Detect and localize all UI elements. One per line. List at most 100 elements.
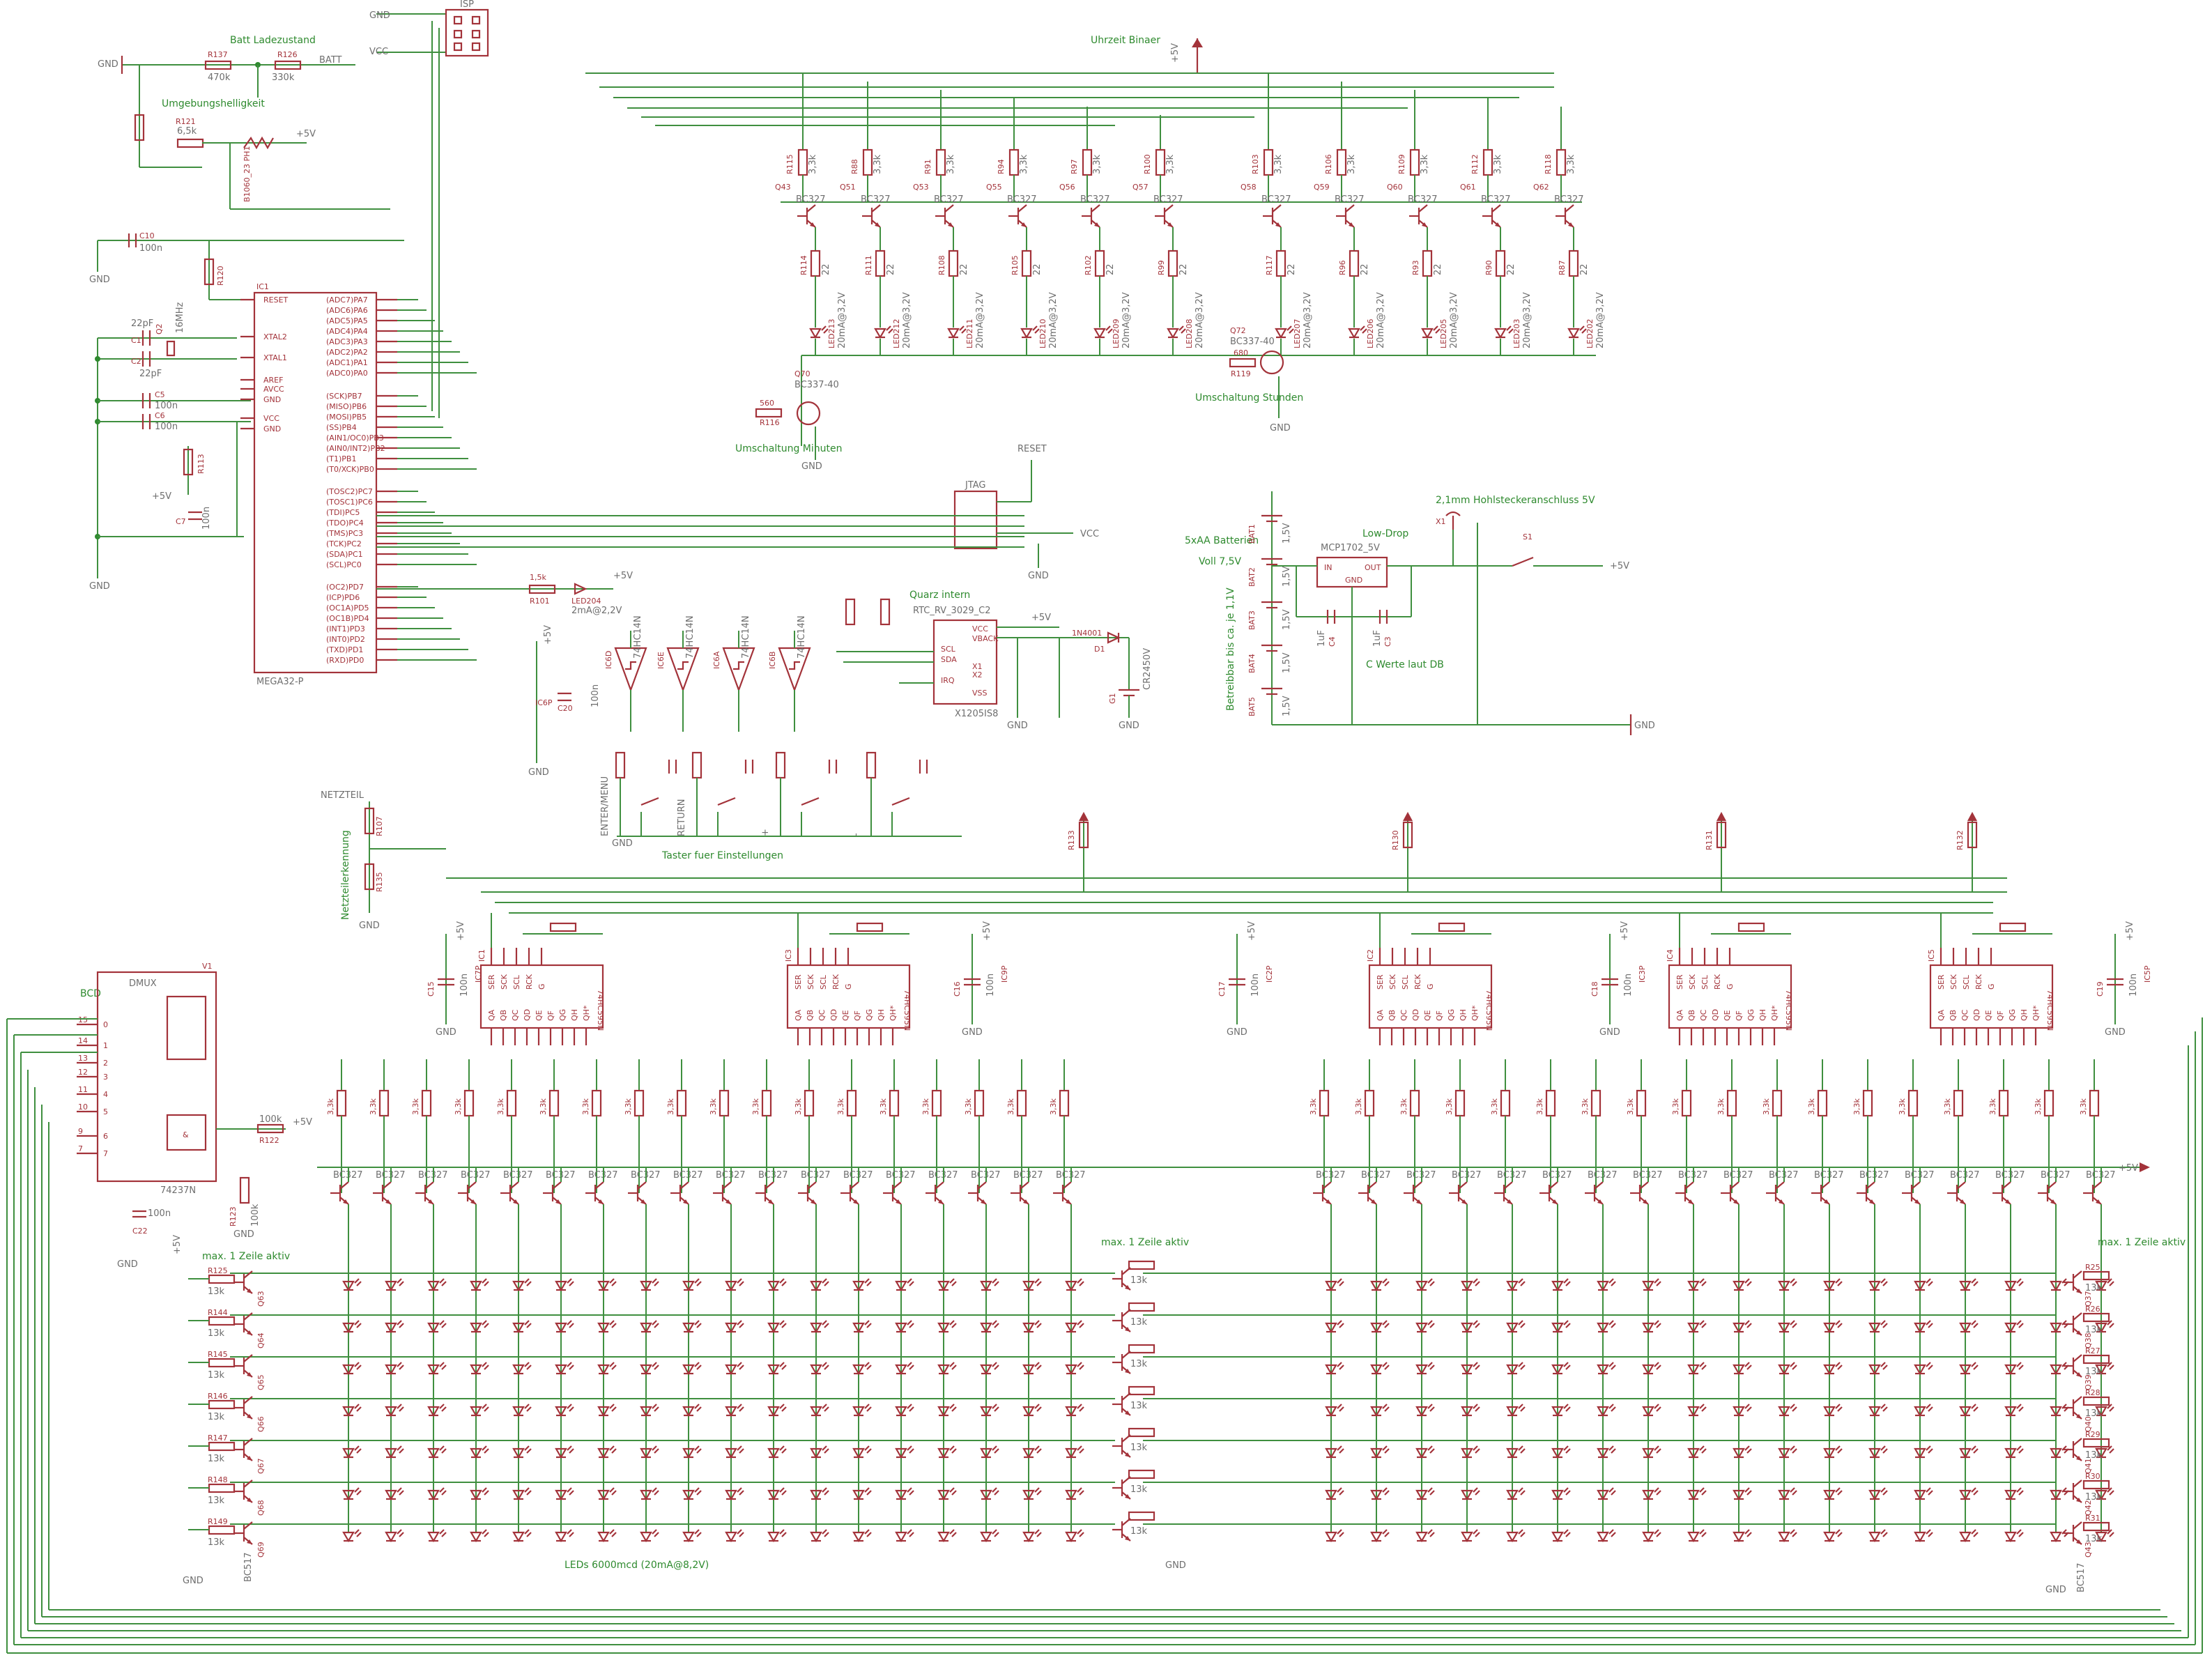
led-ray (399, 1281, 404, 1286)
matrix-led (427, 1529, 447, 1543)
shift-register-pin-label: SCK (806, 974, 815, 990)
led-ray (526, 1365, 532, 1370)
column-resistor-value: 3,3k (1309, 1098, 1318, 1115)
led-ray (1837, 1406, 1843, 1412)
transistor-collector (1775, 1181, 1785, 1190)
led-ray (994, 1490, 999, 1496)
row-resistor-value: 13k (208, 1537, 225, 1548)
rtc-pin-scl: SCL (941, 645, 956, 654)
led-triangle (555, 1531, 567, 1543)
binary-r-top-label: R97 (1070, 159, 1079, 174)
schmitt-label: IC6E (656, 652, 666, 669)
led-triangle (1551, 1531, 1564, 1543)
column-transistor (840, 1181, 859, 1205)
led-ray (482, 1529, 487, 1535)
led-triangle (1370, 1447, 1383, 1459)
mcu-pin-(int0)pd2: (INT0)PD2 (326, 635, 365, 644)
column-resistor (1862, 1089, 1873, 1117)
matrix-led (342, 1445, 362, 1459)
binary-r-top-label: R106 (1324, 154, 1333, 174)
shift-register-pin-label: QA (1937, 1009, 1946, 1021)
led-ray (1928, 1323, 1933, 1328)
column-resistor (1016, 1089, 1027, 1117)
binary-transistor (1409, 204, 1428, 228)
row-transistor-right (2064, 1438, 2082, 1461)
matrix-led (385, 1278, 404, 1292)
matrix-led (980, 1529, 999, 1543)
led-ray (866, 1323, 872, 1328)
matrix-led (640, 1404, 659, 1417)
row-resistor-label: R29 (2085, 1430, 2100, 1439)
led-triangle (1370, 1531, 1383, 1543)
led-ray (1382, 1487, 1388, 1493)
led-triangle (1642, 1406, 1654, 1417)
led-ray (611, 1323, 617, 1328)
led-triangle (1415, 1406, 1428, 1417)
binary-led-value: 20mA@3,2V (975, 292, 985, 348)
led-triangle (385, 1280, 397, 1292)
led-triangle (1551, 1489, 1564, 1501)
led-ray (1656, 1406, 1661, 1412)
transistor-collector (243, 1396, 253, 1404)
transistor-collector (1121, 1476, 1131, 1484)
led-ray (1079, 1281, 1084, 1286)
led-ray (1790, 1487, 1795, 1493)
led-ray (696, 1323, 702, 1328)
led-triangle (427, 1531, 440, 1543)
pullup-resistor (1716, 821, 1727, 849)
matrix-led (1778, 1362, 1797, 1376)
led-ray (441, 1281, 447, 1286)
led-ray (1520, 1490, 1526, 1496)
column-transistor (1902, 1181, 1921, 1205)
led-ray (2016, 1445, 2022, 1451)
led-ray (949, 1487, 955, 1493)
pullup-label: R131 (1705, 830, 1714, 850)
row-resistor-right (2082, 1438, 2110, 1448)
shift-register-pin-label: SCK (1688, 974, 1697, 990)
matrix-led (767, 1529, 787, 1543)
matrix-led (1733, 1487, 1752, 1501)
matrix-led (555, 1320, 574, 1334)
button-switch (891, 797, 910, 806)
led-ray (951, 1448, 957, 1454)
led-triangle (1551, 1322, 1564, 1334)
matrix-led (980, 1362, 999, 1376)
matrix-led (512, 1278, 532, 1292)
led-ray (524, 1320, 530, 1325)
transistor-arrow (2076, 1330, 2082, 1335)
led-ray (567, 1445, 572, 1451)
mcu-pin-aref: AREF (263, 376, 283, 385)
matrix-led (1022, 1404, 1042, 1417)
led-ray (1746, 1532, 1752, 1537)
led-ray (654, 1532, 659, 1537)
led-triangle (1325, 1364, 1337, 1376)
led-triangle (427, 1364, 440, 1376)
led-ray (1792, 1532, 1797, 1537)
led-ray (652, 1487, 657, 1493)
c10-label: C10 (139, 231, 155, 240)
led-triangle (640, 1531, 652, 1543)
transistor-arrow (1914, 1199, 1920, 1204)
column-resistor (761, 1089, 772, 1117)
dmux-output-index: 0 (103, 1020, 108, 1029)
matrix-led (1733, 1445, 1752, 1459)
matrix-led (895, 1278, 914, 1292)
led-triangle (597, 1531, 610, 1543)
led-ray (356, 1365, 362, 1370)
row-resistor-value: 13k (1130, 1484, 1148, 1495)
led-triangle (1506, 1531, 1519, 1543)
shift-register-ref: IC4 (1666, 949, 1675, 962)
led-ray (441, 1323, 447, 1328)
schmitt-label: IC6D (604, 651, 613, 669)
led-triangle (1370, 1489, 1383, 1501)
led-ray (397, 1445, 402, 1451)
mcu-pin-gnd: GND (263, 395, 281, 404)
led-triangle (1551, 1447, 1564, 1459)
shift-register-pin-label: SCK (1949, 974, 1958, 990)
binary-bot-resistor (1167, 249, 1178, 277)
led-ray (1427, 1320, 1433, 1325)
led-ray (1565, 1365, 1571, 1370)
shift-register-pin-label: SER (1376, 974, 1385, 990)
